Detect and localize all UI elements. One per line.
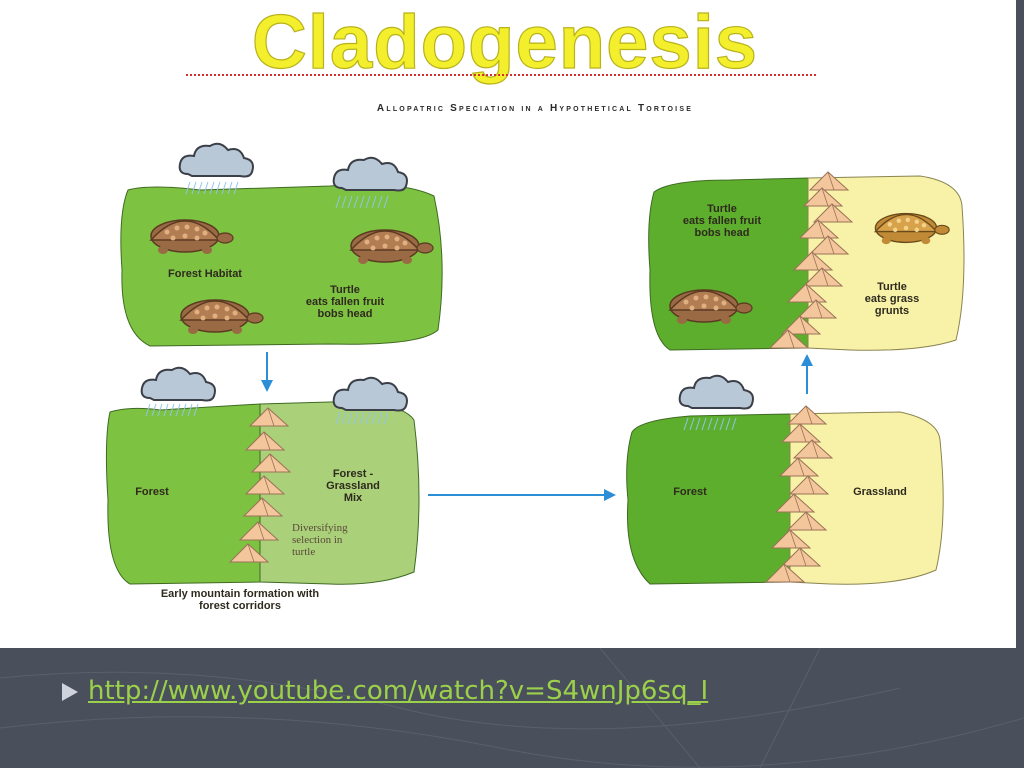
cloud-icon [678,374,754,410]
label-diversifying-selection: Diversifying selection in turtle [292,522,402,558]
label-line: Grassland [326,480,380,492]
caption-line: Early mountain formation with [160,588,320,600]
label-forest: Forest [673,486,707,498]
label-forest-grassland-mix: Forest - Grassland Mix [298,468,408,504]
panel-early-mountain [105,366,420,585]
label-forest: Forest [135,486,169,498]
cloud-icon [332,156,408,192]
label-line: Mix [343,492,363,504]
label-line: Diversifying [292,522,348,534]
diagram-subtitle: Allopatric Speciation in a Hypothetical … [376,103,694,114]
label-line: grunts [874,305,910,317]
background-texture [0,648,1024,768]
label-line: eats grass [864,293,920,305]
panel-speciation-result [648,171,965,351]
label-turtle-forest: Turtle eats fallen fruit bobs head [652,203,792,239]
label-line: Turtle [877,281,907,293]
caption-early-mountain: Early mountain formation with forest cor… [100,588,380,612]
label-line: Turtle [707,203,737,215]
diagram-title: Cladogenesis [251,0,759,86]
label-forest-habitat: Forest Habitat [168,268,242,280]
spellcheck-underline [186,70,816,76]
label-line: bobs head [317,308,373,320]
cloud-icon [140,366,216,402]
arrow-down [261,352,273,392]
label-line: Forest - [332,468,374,480]
youtube-link[interactable]: http://www.youtube.com/watch?v=S4wnJp6sq… [88,676,709,706]
caption-line: forest corridors [199,600,281,612]
diagram-figure: Cladogenesis Allopatric Speciation in a … [0,0,1016,648]
cloud-icon [178,142,254,178]
label-line: eats fallen fruit [682,215,762,227]
panel-forest-grassland [626,374,944,585]
arrow-right [428,489,616,501]
speciation-diagram [105,142,965,585]
turtle-icon [873,212,950,245]
panel-forest-habitat [120,142,443,347]
bullet-arrow-icon [62,683,78,701]
label-grassland: Grassland [853,486,907,498]
label-line: Turtle [330,284,360,296]
label-line: eats fallen fruit [305,296,385,308]
label-line: bobs head [694,227,750,239]
label-line: turtle [292,546,316,558]
cloud-icon [332,376,408,412]
arrow-up [801,354,813,394]
label-turtle-forest: Turtle eats fallen fruit bobs head [280,284,410,320]
label-turtle-grassland: Turtle eats grass grunts [842,281,942,317]
label-line: selection in [292,534,343,546]
